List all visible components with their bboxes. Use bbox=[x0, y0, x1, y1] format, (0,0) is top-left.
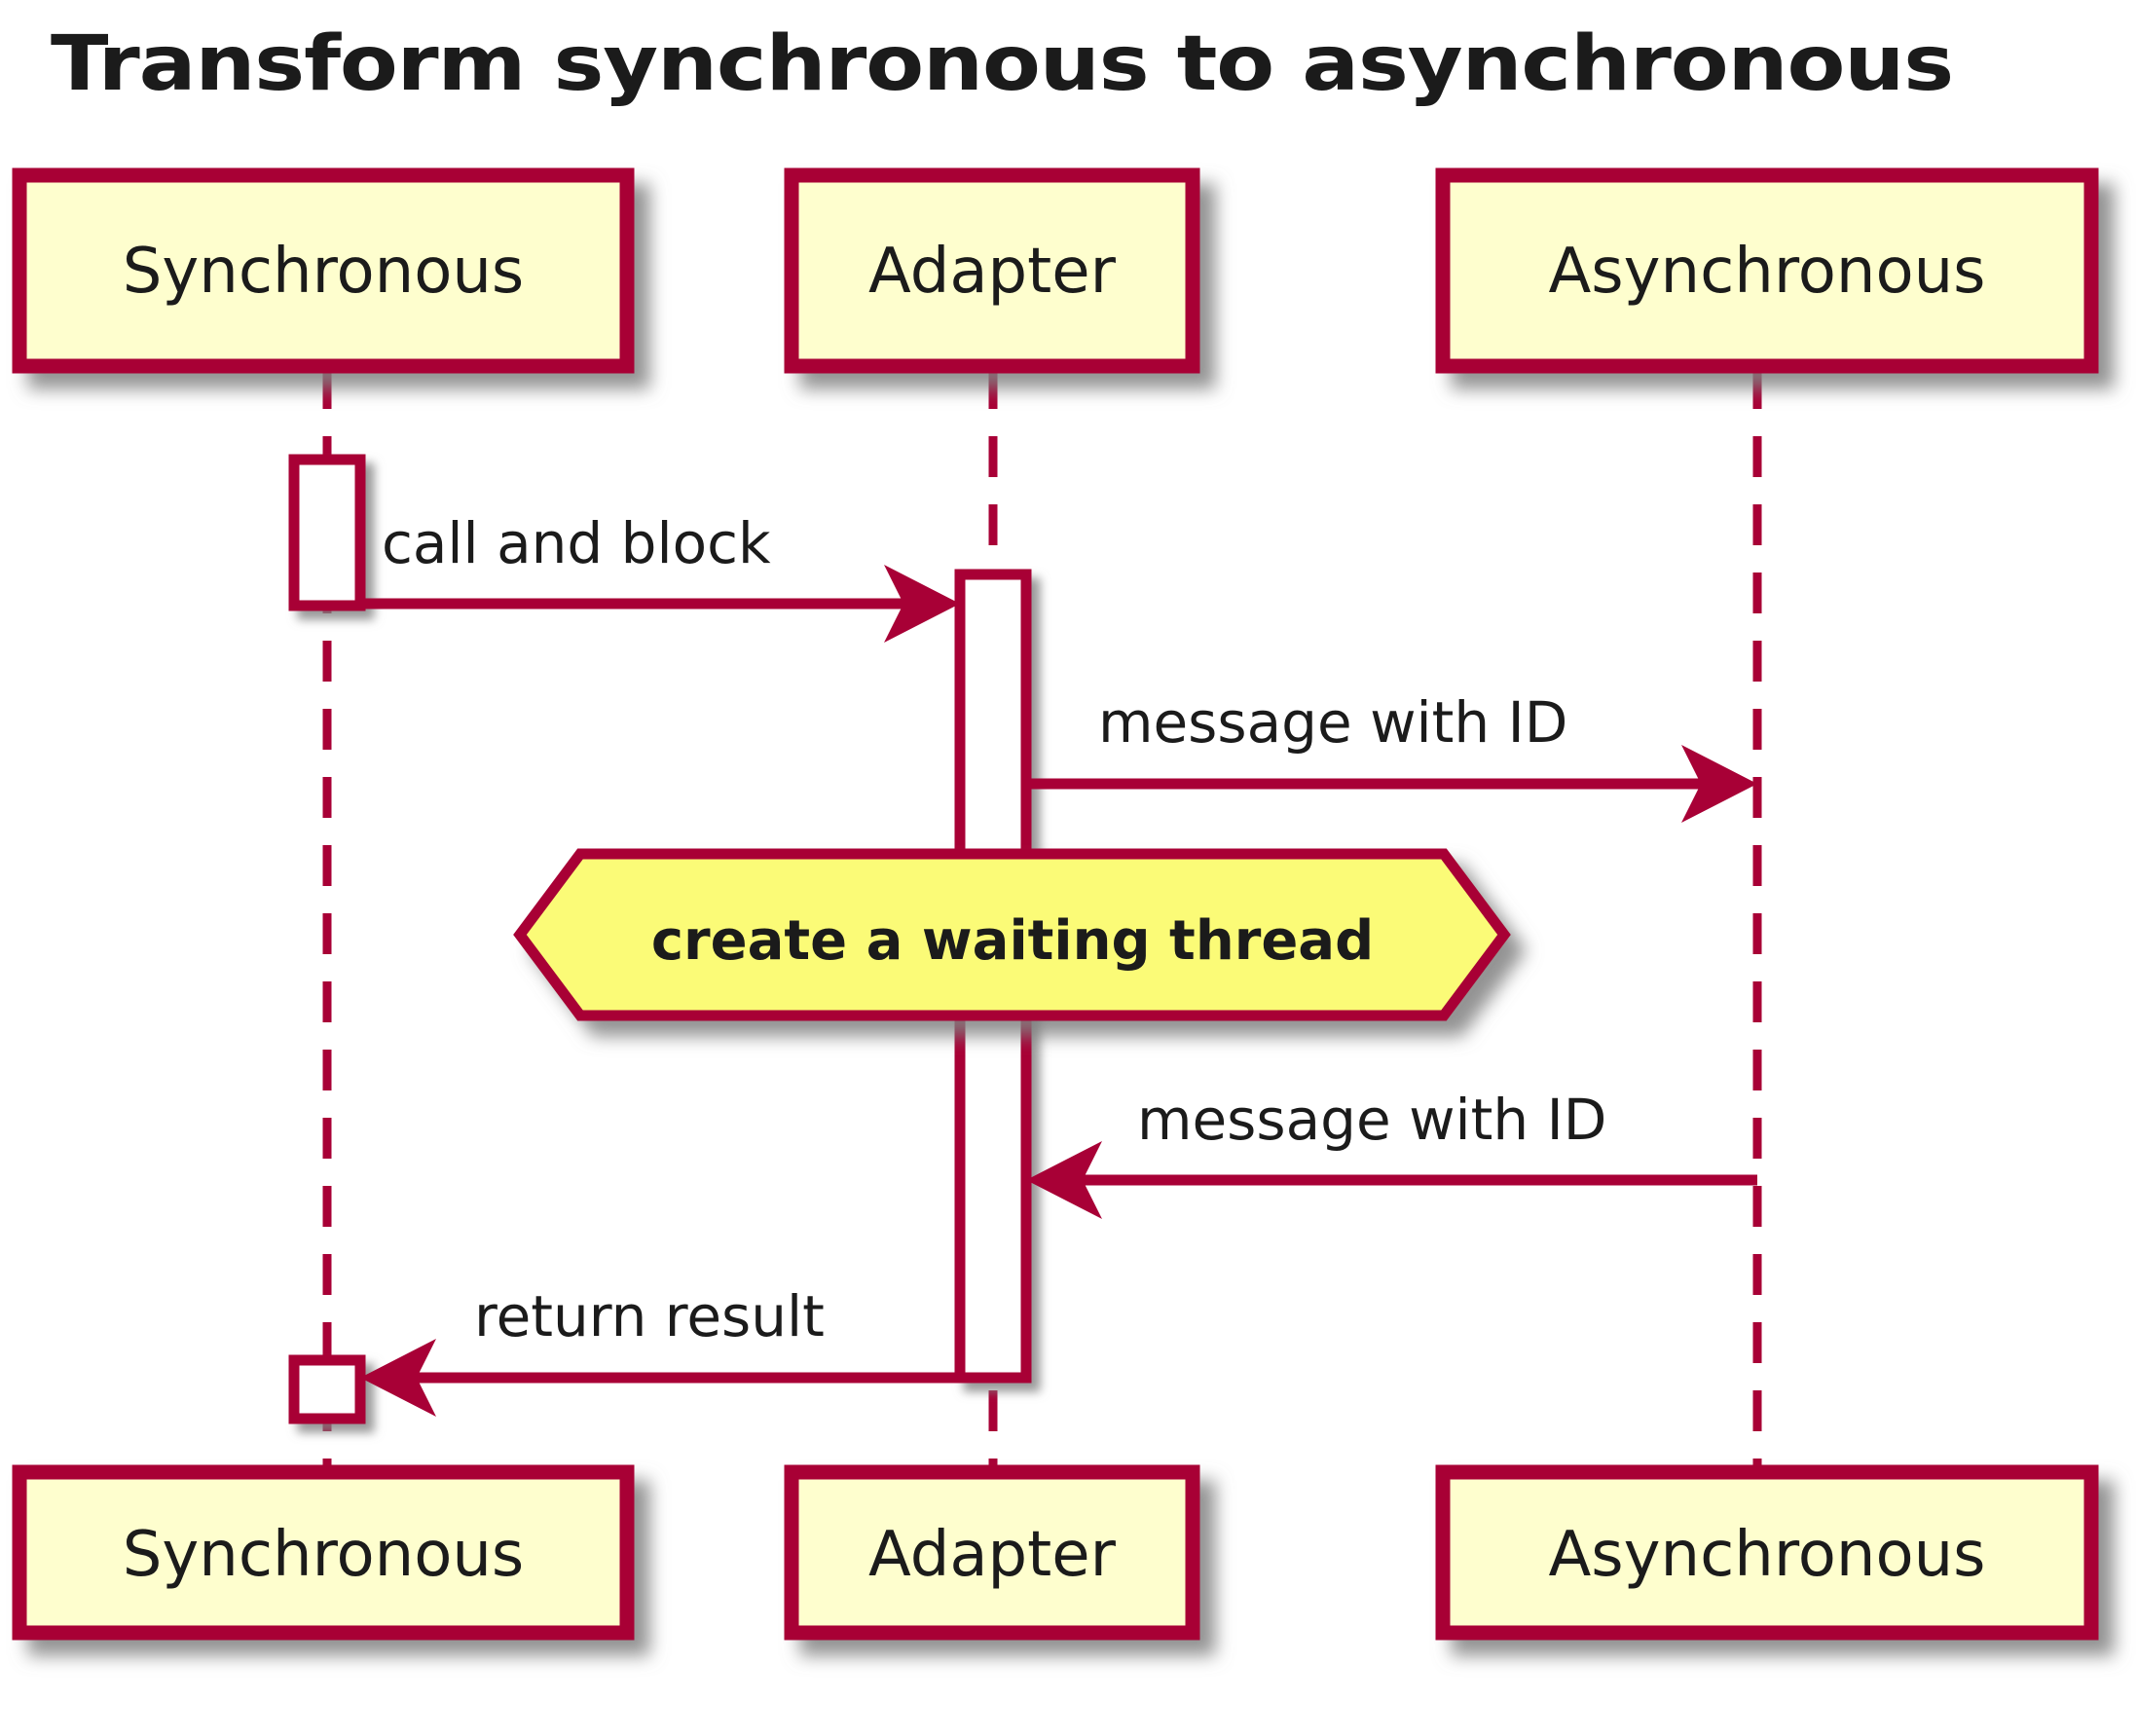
participant-synchronous-bottom-label: Synchronous bbox=[123, 1519, 525, 1591]
message-return-result-label: return result bbox=[474, 1283, 825, 1349]
participant-synchronous-top-label: Synchronous bbox=[123, 236, 525, 308]
participant-synchronous-top-box bbox=[12, 167, 635, 374]
message-call-and-block[interactable]: call and block bbox=[360, 510, 960, 643]
message-call-and-block-label: call and block bbox=[382, 510, 771, 576]
participant-adapter-bottom[interactable]: Adapter bbox=[784, 1464, 1200, 1641]
message-call-and-block-arrowhead bbox=[884, 565, 960, 643]
message-with-id-in[interactable]: message with ID bbox=[1026, 1087, 1757, 1219]
note-hexagon-shape bbox=[513, 848, 1511, 1021]
note-label: create a waiting thread bbox=[651, 909, 1374, 973]
activation-bar-synchronous-top bbox=[288, 454, 366, 611]
participant-adapter-top[interactable]: Adapter bbox=[784, 167, 1200, 374]
message-with-id-in-arrowhead bbox=[1026, 1141, 1102, 1219]
participant-asynchronous-bottom[interactable]: Asynchronous bbox=[1435, 1464, 2099, 1641]
participant-asynchronous-top-box bbox=[1435, 167, 2099, 374]
participant-asynchronous-bottom-label: Asynchronous bbox=[1549, 1519, 1986, 1591]
participant-asynchronous-bottom-box bbox=[1435, 1464, 2099, 1641]
participant-adapter-bottom-box bbox=[784, 1464, 1200, 1641]
participant-asynchronous-top-label: Asynchronous bbox=[1549, 236, 1986, 308]
participant-asynchronous-top[interactable]: Asynchronous bbox=[1435, 167, 2099, 374]
participant-adapter-bottom-label: Adapter bbox=[868, 1519, 1117, 1591]
note-create-waiting-thread[interactable]: create a waiting thread bbox=[513, 848, 1511, 1021]
participant-synchronous-bottom[interactable]: Synchronous bbox=[12, 1464, 635, 1641]
message-with-id-in-label: message with ID bbox=[1137, 1087, 1606, 1153]
participant-adapter-top-label: Adapter bbox=[868, 236, 1117, 308]
message-with-id-out-label: message with ID bbox=[1098, 689, 1567, 756]
participant-synchronous-top[interactable]: Synchronous bbox=[12, 167, 635, 374]
message-return-result[interactable]: return result bbox=[360, 1283, 1026, 1417]
participant-synchronous-bottom-box bbox=[12, 1464, 635, 1641]
message-return-result-arrowhead bbox=[360, 1339, 436, 1417]
activation-bar-synchronous-bottom bbox=[288, 1354, 366, 1424]
message-with-id-out[interactable]: message with ID bbox=[1026, 689, 1757, 823]
participant-adapter-top-box bbox=[784, 167, 1200, 374]
message-with-id-out-arrowhead bbox=[1681, 745, 1757, 823]
diagram-title: Transform synchronous to asynchronous bbox=[51, 20, 1953, 108]
